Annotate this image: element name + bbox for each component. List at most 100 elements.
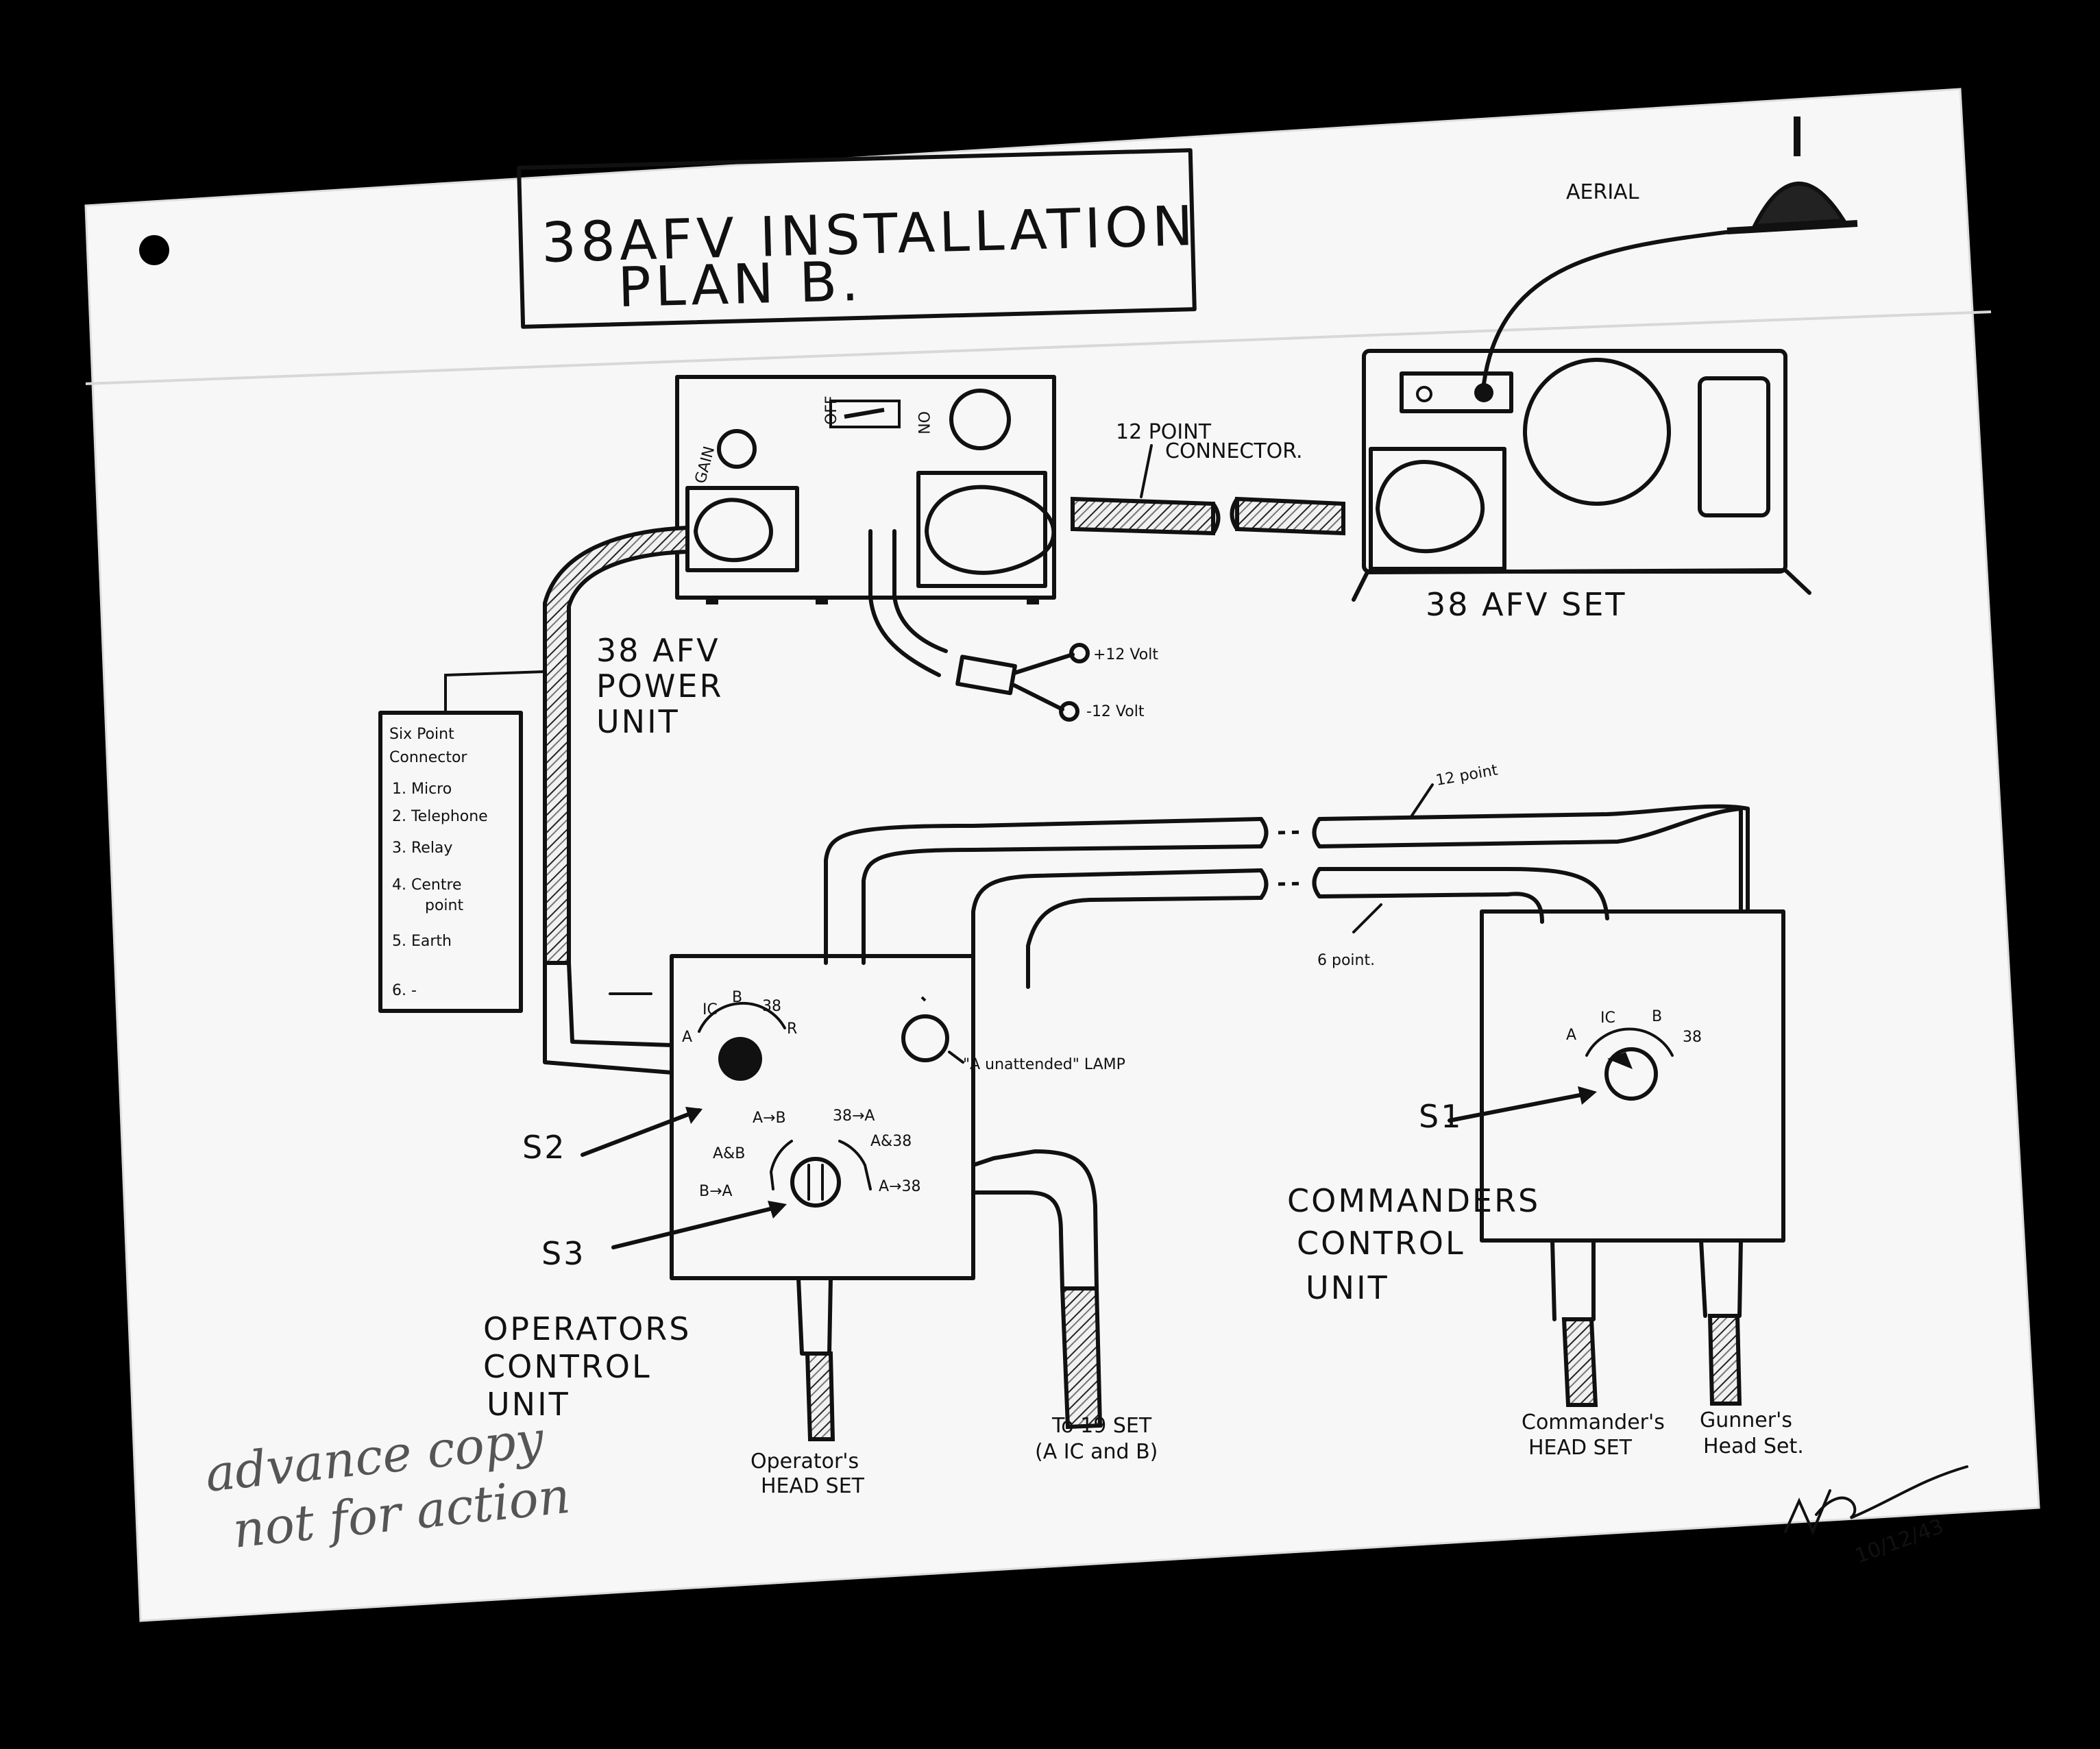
aerial-foot — [1726, 220, 1858, 234]
s3-pos-ba: B→A — [699, 1183, 733, 1200]
six-point-item-4b: point — [425, 897, 463, 914]
s3-pos-38a: 38→A — [833, 1108, 875, 1125]
s1-arrowhead — [1578, 1086, 1597, 1105]
lamp-pointer — [948, 1051, 964, 1064]
connector-12-label-2: CONNECTOR. — [1165, 439, 1303, 463]
cable-six-label: 6 point. — [1317, 952, 1375, 969]
paper-fold — [85, 310, 1992, 385]
power-indicator — [949, 389, 1011, 450]
six-point-run-right — [1312, 867, 1609, 924]
s3-label: S3 — [541, 1235, 585, 1272]
set-feet — [1352, 568, 1811, 602]
s1-pos-b: B — [1652, 1008, 1662, 1025]
battery-cable-right-edge — [892, 529, 948, 653]
six-point-heading-1: Six Point — [389, 726, 454, 743]
s1-arc — [1585, 1027, 1674, 1057]
s3-pos-ab: A→B — [753, 1110, 786, 1127]
six-point-note-leader — [444, 670, 546, 714]
twelve-point-socket — [916, 471, 1047, 588]
battery-plus-label: +12 Volt — [1093, 646, 1158, 663]
set-connector-socket — [1369, 447, 1506, 571]
six-point-heading-2: Connector — [389, 749, 467, 766]
power-unit-label-2: POWER — [596, 668, 723, 705]
lamp-label: "A unattended" LAMP — [963, 1056, 1125, 1073]
commander-headset-label-1: Commander's — [1522, 1410, 1665, 1434]
six-point-plug — [694, 498, 773, 563]
s3-arc — [769, 1140, 872, 1190]
s3-arrow — [611, 1204, 783, 1249]
aerial-label: AERIAL — [1566, 180, 1639, 204]
twelve-point-label-pointer — [1411, 783, 1434, 817]
power-unit: GAIN OFF ON 38 AFV POWER UNIT — [596, 375, 1056, 740]
twelve-point-cable-left — [1071, 496, 1215, 536]
six-point-note-box — [378, 711, 523, 1013]
gunner-headset-label-1: Gunner's — [1700, 1408, 1792, 1432]
s1-arrow — [1448, 1091, 1592, 1123]
s3-knob — [790, 1157, 841, 1208]
battery-junction — [955, 655, 1017, 696]
s2-pos-a: A — [682, 1029, 692, 1046]
s3-pos-a38: A→38 — [879, 1178, 920, 1195]
s1-pos-ic: IC — [1600, 1010, 1615, 1027]
six-point-run-bottom — [1026, 896, 1263, 989]
battery-leads: +12 Volt -12 Volt — [868, 529, 1158, 722]
operator-headset-label-1: Operator's — [750, 1450, 859, 1473]
twelve-point-connector-cable: 12 POINT CONNECTOR. — [1071, 420, 1345, 536]
six-point-break-left — [1259, 868, 1269, 900]
s2-pos-r: R — [787, 1020, 797, 1038]
lamp-tick — [920, 996, 927, 1002]
battery-minus-label: -12 Volt — [1086, 703, 1145, 720]
power-foot-2 — [816, 596, 828, 604]
six-point-dash — [1278, 881, 1306, 886]
punch-hole — [139, 235, 169, 265]
six-point-run-top — [971, 868, 1263, 965]
six-point-item-2: 2. Telephone — [392, 808, 488, 825]
inter-unit-cables: 12 point 6 point. — [543, 761, 1750, 1075]
set-meter — [1698, 376, 1770, 517]
s2-arrow — [581, 1108, 701, 1157]
power-switch — [829, 400, 901, 428]
s3-arrowhead — [768, 1201, 787, 1219]
set-aerial-socket-panel — [1400, 371, 1513, 413]
six-point-item-1: 1. Micro — [392, 781, 452, 798]
twelve-point-run-bottom — [862, 844, 1263, 965]
commander-headset-label-2: HEAD SET — [1528, 1436, 1633, 1460]
s2-arrowhead — [685, 1107, 703, 1124]
ocu-left-elbow-outer — [543, 954, 674, 1075]
ccu-label-1: COMMANDERS — [1287, 1182, 1540, 1219]
s2-knob — [718, 1037, 762, 1081]
ocu-label-2: CONTROL — [483, 1348, 652, 1385]
ocu-left-elbow-inner — [567, 961, 674, 1047]
six-point-item-6: 6. - — [392, 982, 417, 999]
ccu-body — [1480, 909, 1785, 1243]
to19-label-1: To 19 SET — [1051, 1414, 1152, 1438]
switch-off-label: OFF — [823, 395, 840, 425]
paper-sheet — [84, 88, 2040, 1622]
s2-label: S2 — [522, 1129, 566, 1166]
s1-label: S1 — [1419, 1098, 1463, 1135]
set-socket-b — [1474, 383, 1493, 402]
s2-arc — [698, 1001, 786, 1033]
s1-pos-a: A — [1566, 1027, 1576, 1044]
ocu-label-3: UNIT — [487, 1386, 570, 1423]
s1-knob-pointer — [1607, 1052, 1633, 1069]
twelve-point-run-top — [824, 817, 1263, 965]
ocu-body — [670, 954, 975, 1280]
gunner-cable-top — [1699, 1238, 1743, 1318]
commanders-control-unit: A IC B 38 S1 COMMANDERS CONTROL UNIT — [1287, 909, 1785, 1407]
commander-cable-top — [1550, 1238, 1596, 1321]
power-unit-label-3: UNIT — [596, 703, 680, 740]
six-point-note: Six Point Connector 1. Micro 2. Telephon… — [378, 670, 546, 1013]
signature-mark — [1784, 1465, 1968, 1536]
signature-date: 10/12/43 — [1852, 1515, 1947, 1569]
six-point-item-3: 3. Relay — [392, 840, 452, 857]
s3-knob-grip — [807, 1164, 824, 1201]
ccu-label-2: CONTROL — [1297, 1225, 1465, 1262]
connector-12-label-1: 12 POINT — [1116, 420, 1212, 444]
ocu-label-1: OPERATORS — [483, 1310, 691, 1347]
six-point-item-4: 4. Centre — [392, 877, 462, 894]
unattended-lamp — [901, 1014, 949, 1062]
to19-cable-inner — [971, 1190, 1064, 1291]
aerial-base — [1750, 181, 1848, 229]
